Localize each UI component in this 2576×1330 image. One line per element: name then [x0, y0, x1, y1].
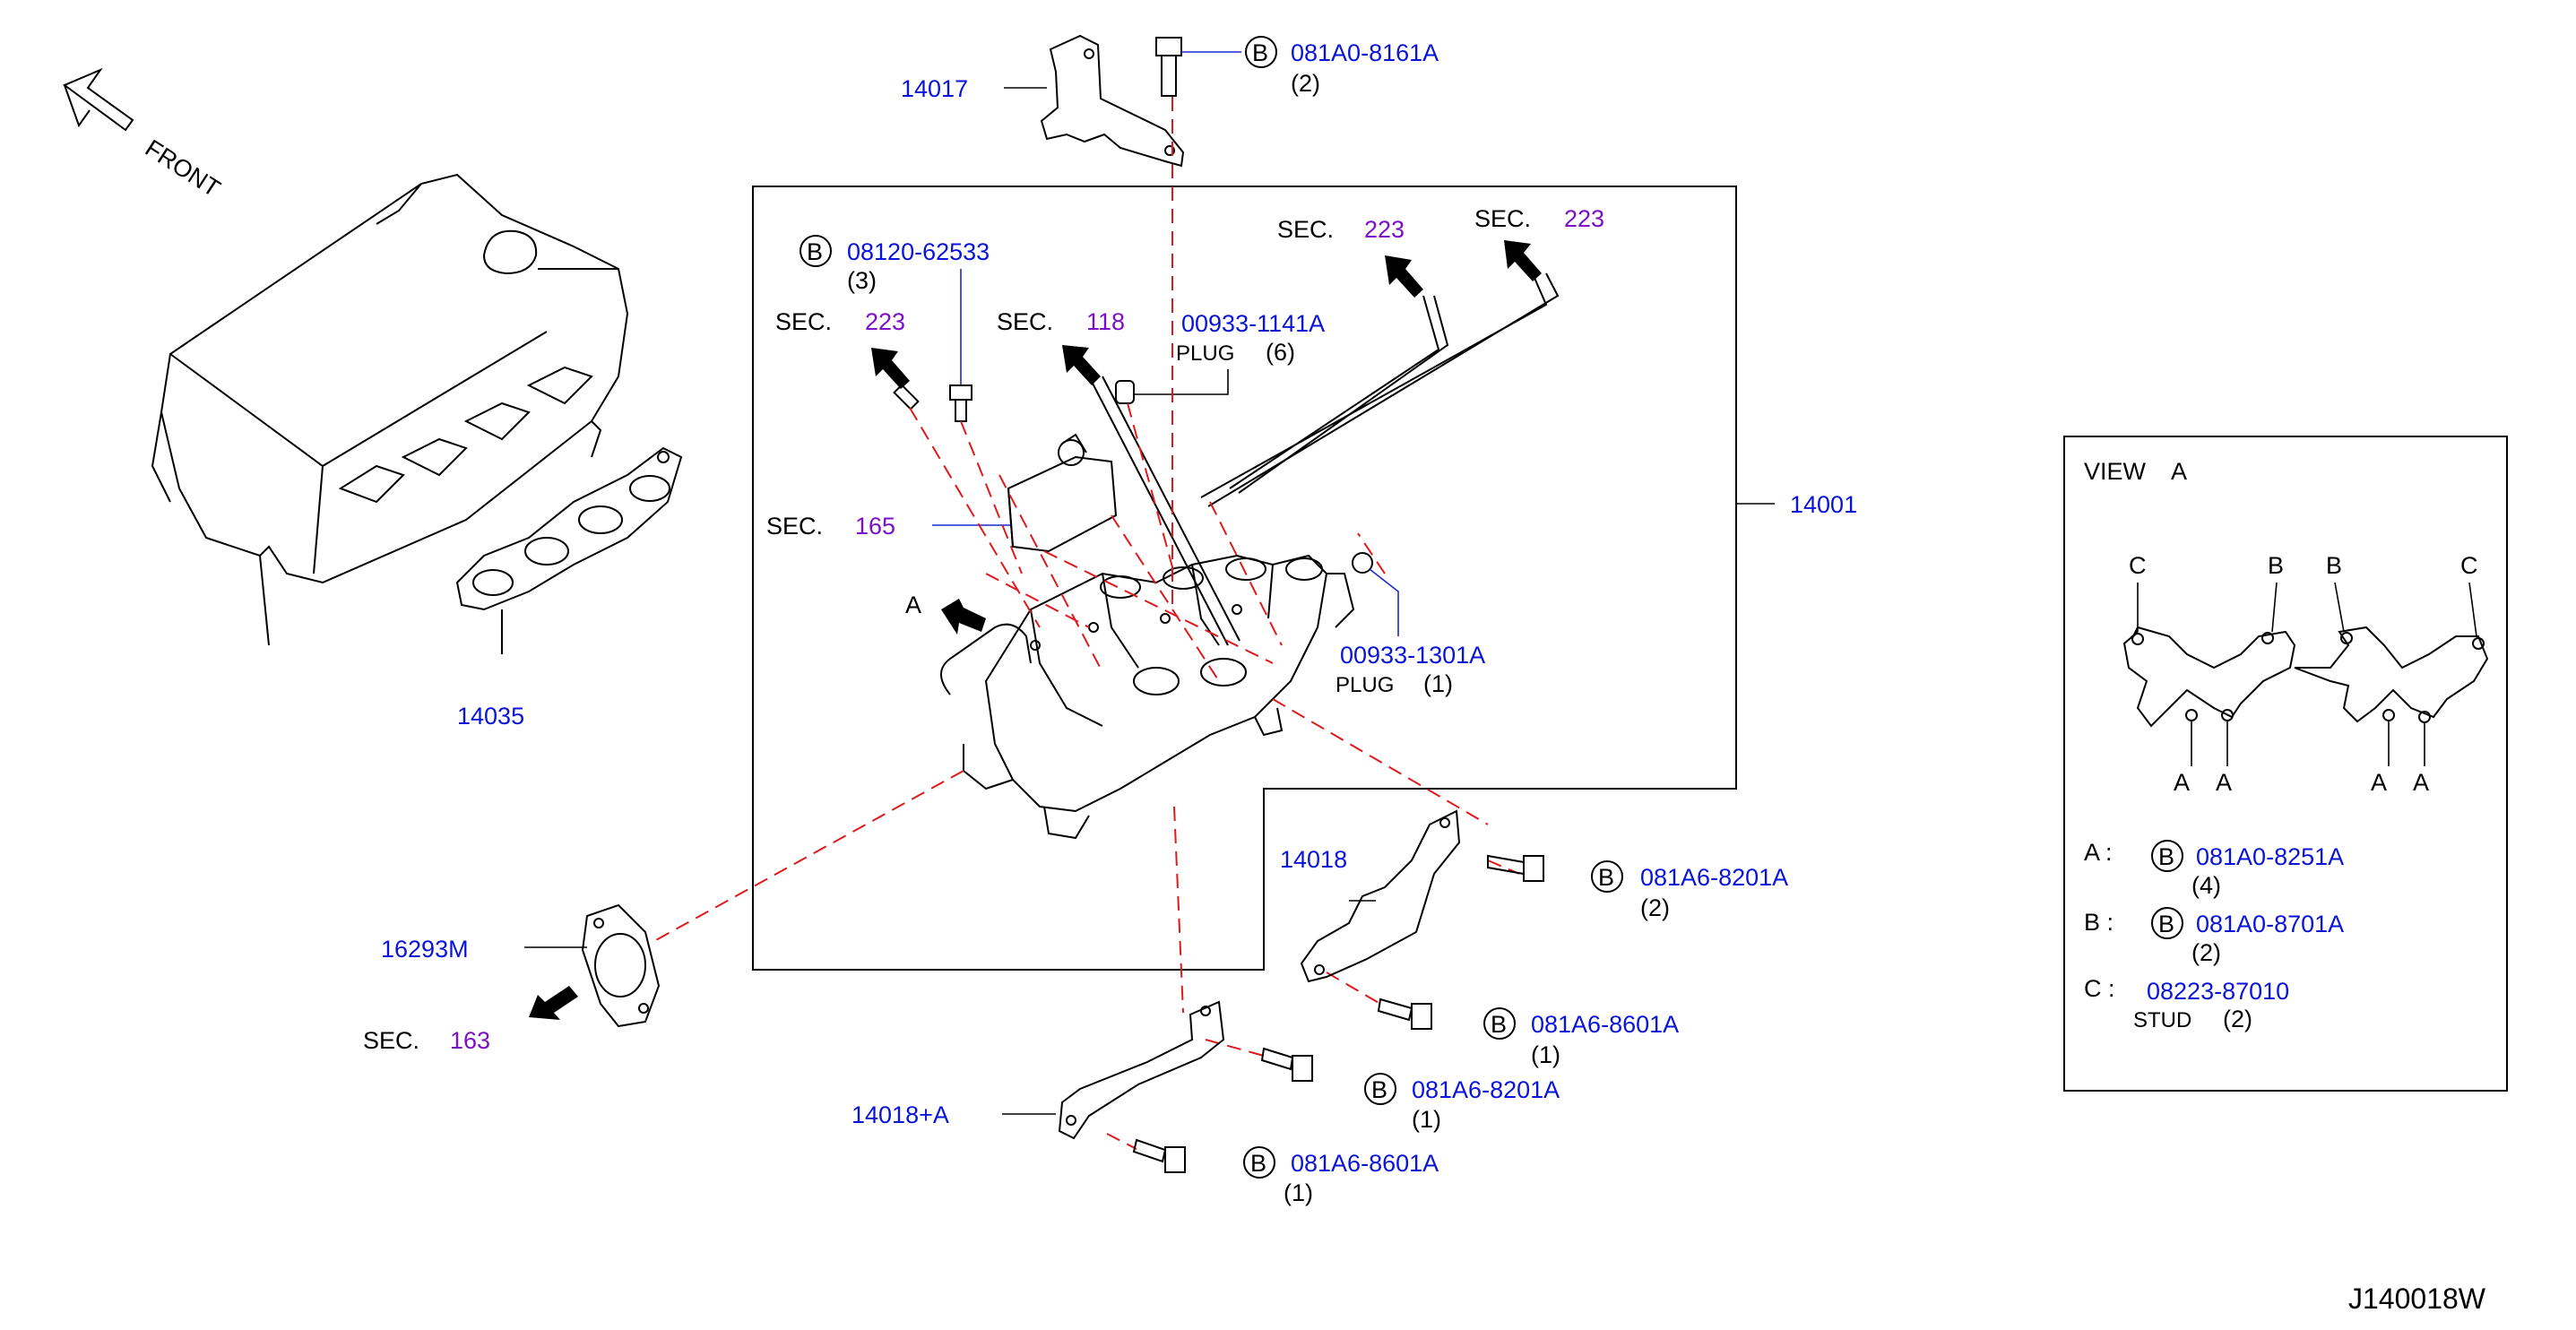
- arrow-icon: [871, 348, 910, 389]
- bolt-081A6-8201A-qty: (2): [1640, 894, 1670, 921]
- plug-00933-1141A-qty: (6): [1266, 339, 1295, 366]
- sec-163: 163: [450, 1027, 490, 1054]
- bolt-081A6-8601A-b-label: 081A6-8601A: [1291, 1150, 1439, 1177]
- arrow-icon: [1504, 240, 1542, 281]
- plug-00933-1141A-name: PLUG: [1176, 341, 1234, 366]
- part-14018A-label: 14018+A: [851, 1101, 949, 1128]
- sec-label: SEC.: [1277, 216, 1334, 243]
- bolt-081A0-8161A-label: 081A0-8161A: [1291, 39, 1439, 66]
- b-circle-label: B: [1371, 1076, 1387, 1103]
- sec-223-c: 223: [1564, 205, 1604, 232]
- gasket-14035-drawing: [455, 446, 683, 654]
- legend-part: 081A0-8251A: [2196, 843, 2344, 870]
- sec-223-a: 223: [865, 308, 905, 335]
- plug-00933-1301A-qty: (1): [1423, 670, 1453, 697]
- b-circle-label: B: [1491, 1011, 1507, 1038]
- arrow-icon: [529, 986, 578, 1020]
- b-circle-label: B: [1252, 39, 1268, 66]
- plug-00933-1301A-name: PLUG: [1336, 673, 1394, 697]
- view-a-letter: A: [2174, 769, 2190, 796]
- bolt-icon: [1132, 1138, 1186, 1173]
- diagram-id: J140018W: [2348, 1282, 2486, 1315]
- plug-00933-1301A-label: 00933-1301A: [1340, 642, 1485, 669]
- legend-part: 081A0-8701A: [2196, 911, 2344, 937]
- legend-key: B :: [2084, 909, 2114, 936]
- sec-label: SEC.: [363, 1027, 419, 1054]
- sec-label: SEC.: [997, 308, 1053, 335]
- manifold-frame: [752, 186, 1737, 971]
- bolt-icon: [1377, 998, 1432, 1030]
- bolt-08120-62533-qty: (3): [847, 267, 877, 294]
- bolt-081A6-8201A-label: 081A6-8201A: [1640, 864, 1788, 891]
- b-circle-label: B: [2158, 843, 2174, 870]
- bolt-081A6-8201A-b-qty: (1): [1412, 1106, 1441, 1133]
- view-a-title: VIEW A: [2084, 458, 2187, 485]
- arrow-icon: [1062, 345, 1101, 385]
- legend-key: C :: [2084, 975, 2115, 1002]
- sec-223-b: 223: [1364, 216, 1405, 243]
- view-a-letter: A: [2413, 769, 2429, 796]
- bolt-icon: [1487, 854, 1544, 882]
- part-14001-label: 14001: [1790, 491, 1857, 518]
- view-a-letter: A: [2371, 769, 2387, 796]
- arrow-icon: [1385, 255, 1423, 298]
- sec-label: SEC.: [775, 308, 832, 335]
- view-a-letter: A: [2216, 769, 2232, 796]
- part-14018-label: 14018: [1280, 846, 1347, 873]
- bracket-14017-drawing: [1040, 34, 1185, 168]
- b-circle-label: B: [2158, 911, 2174, 937]
- bolt-icon: [1155, 37, 1182, 97]
- legend-part: 08223-87010: [2147, 978, 2289, 1005]
- plug-00933-1141A-label: 00933-1141A: [1181, 310, 1325, 337]
- arrow-icon: [941, 599, 986, 635]
- view-a-letter: B: [2326, 552, 2342, 579]
- legend-qty: (2): [2191, 939, 2221, 966]
- guide-lines: [653, 97, 1520, 1150]
- legend-qty: (4): [2191, 872, 2221, 899]
- view-a-marker-label: A: [905, 592, 921, 618]
- bolt-081A0-8161A-qty: (2): [1291, 70, 1320, 97]
- b-circle-label: B: [1250, 1150, 1266, 1177]
- legend-name: STUD: [2133, 1008, 2191, 1032]
- intake-manifold-14001-drawing: [940, 433, 1355, 840]
- view-a-box: [2063, 436, 2508, 1092]
- view-a-drawing: [2122, 582, 2489, 766]
- part-14035-label: 14035: [457, 703, 524, 730]
- bolt-08120-62533-label: 08120-62533: [847, 238, 990, 265]
- b-circle-label: B: [807, 238, 823, 265]
- b-circle-label: B: [1598, 864, 1614, 891]
- sec-label: SEC.: [766, 513, 823, 540]
- legend-key: A :: [2084, 839, 2113, 866]
- bracket-14018-drawing: [1300, 809, 1461, 983]
- bolt-081A6-8601A-label: 081A6-8601A: [1531, 1011, 1679, 1038]
- front-label: FRONT: [141, 134, 225, 203]
- legend-qty: (2): [2223, 1006, 2252, 1032]
- view-a-letter: C: [2129, 552, 2147, 579]
- bolt-icon: [949, 384, 972, 422]
- sec-label: SEC.: [1474, 205, 1531, 232]
- view-a-letter: C: [2460, 552, 2478, 579]
- part-14017-label: 14017: [901, 75, 968, 102]
- bracket-14018A-drawing: [1058, 1000, 1225, 1140]
- bolt-081A6-8201A-b-label: 081A6-8201A: [1412, 1076, 1560, 1103]
- front-arrow-icon: [62, 67, 134, 132]
- engine-head-drawing: [151, 173, 629, 646]
- bolt-icon: [1260, 1047, 1313, 1082]
- sec-165: 165: [855, 513, 895, 540]
- view-a-letter: B: [2268, 552, 2284, 579]
- bolt-081A6-8601A-qty: (1): [1531, 1041, 1560, 1068]
- bolt-081A6-8601A-b-qty: (1): [1284, 1179, 1313, 1206]
- part-16293M-label: 16293M: [381, 936, 469, 963]
- sec-118: 118: [1086, 308, 1125, 335]
- gasket-16293M-drawing: [581, 903, 661, 1028]
